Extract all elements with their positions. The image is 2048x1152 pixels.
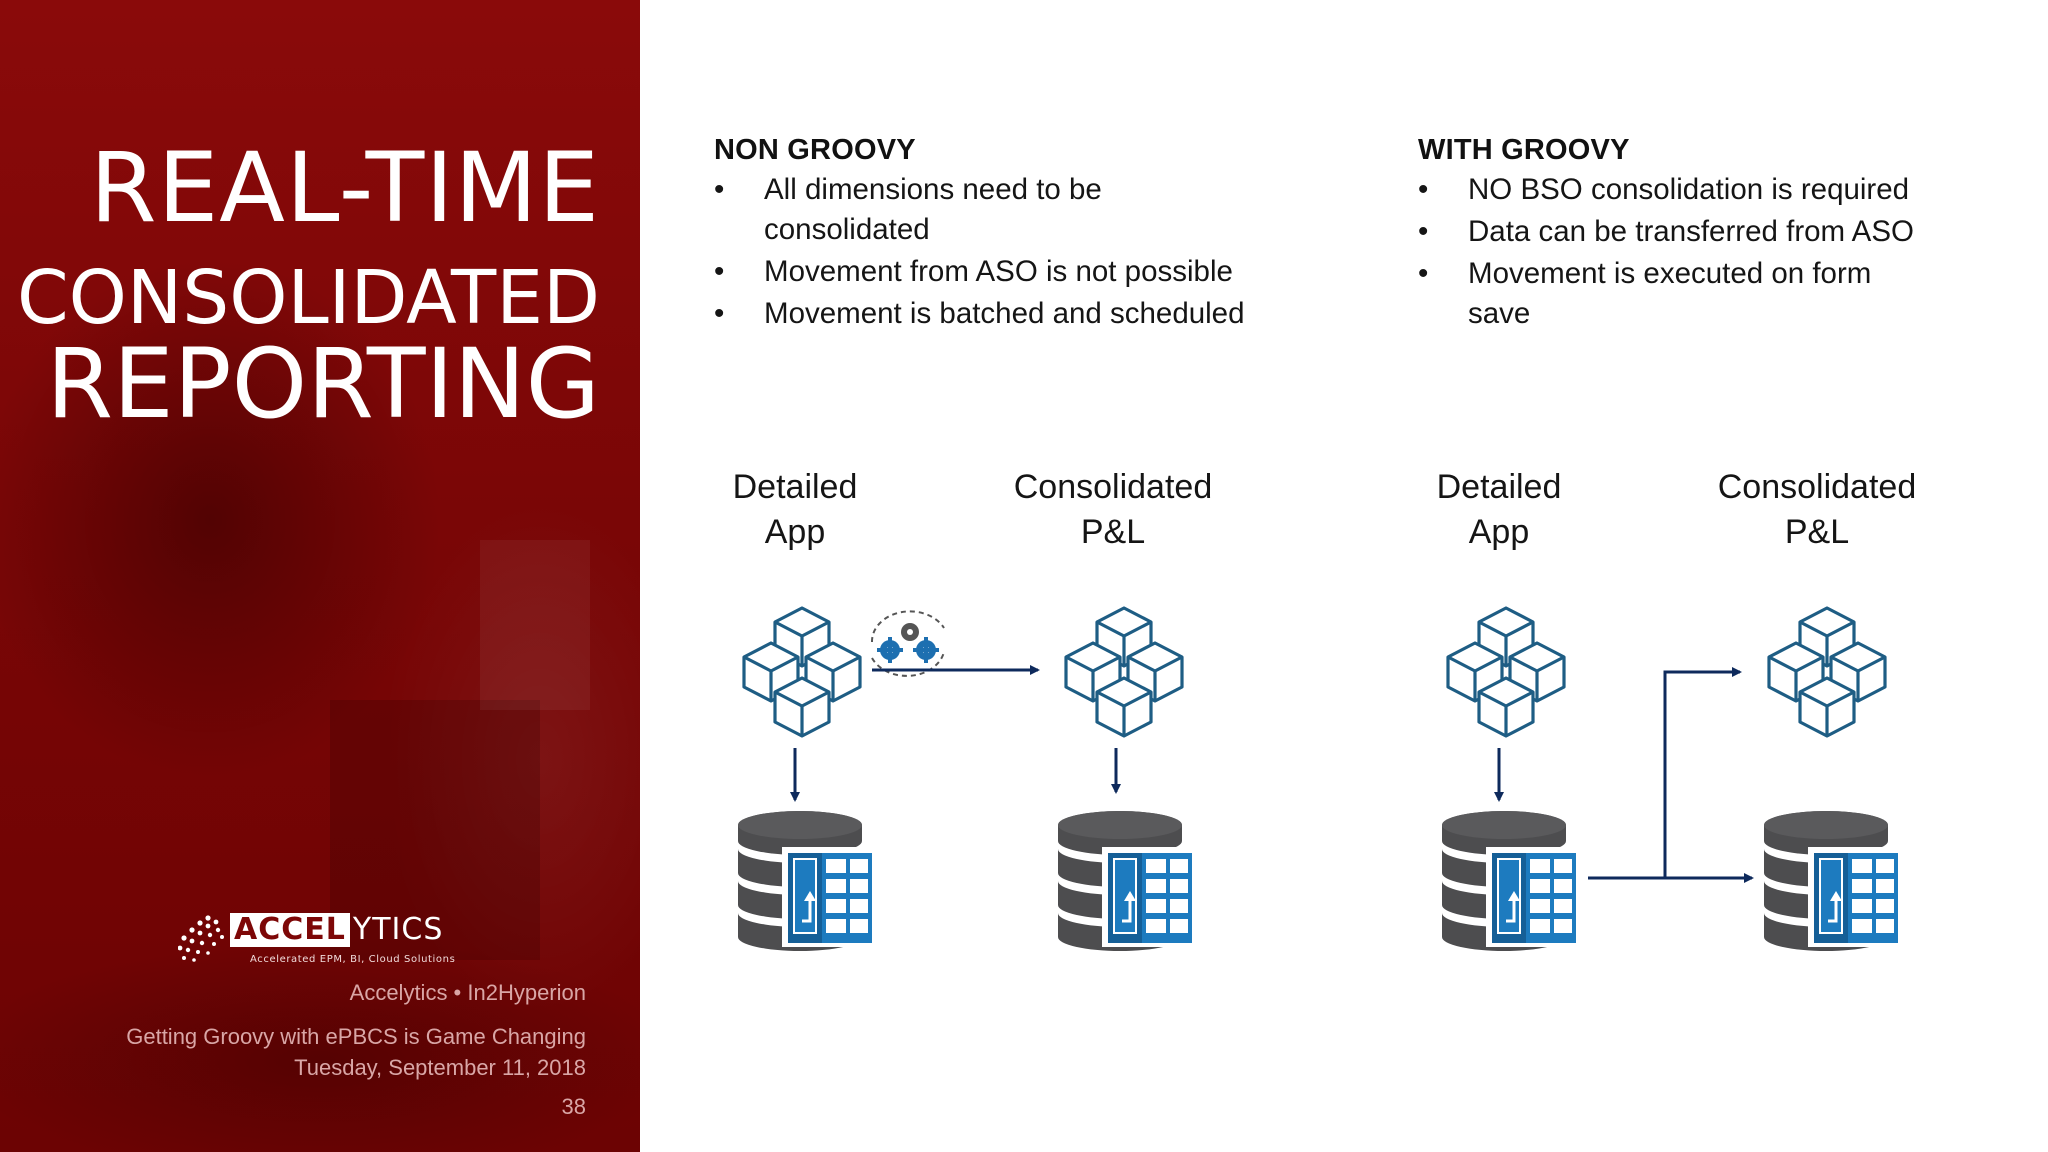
footer-date: Tuesday, September 11, 2018 xyxy=(294,1055,586,1080)
with-groovy-cube-arrow xyxy=(1663,667,1742,878)
bullet-icon: • xyxy=(1418,173,1429,206)
non-groovy-target-cube-icon xyxy=(1066,608,1182,736)
gears-icon xyxy=(870,610,945,677)
bullet-icon: • xyxy=(1418,215,1429,248)
logo-tagline: Accelerated EPM, BI, Cloud Solutions xyxy=(250,954,456,965)
slide-title-line2: CONSOLIDATED xyxy=(16,255,600,341)
non-groovy-target-label: Consolidated P&L xyxy=(1013,468,1213,551)
non-groovy-source-database-icon xyxy=(736,809,880,953)
list-item: •Movement is batched and scheduled xyxy=(714,294,1354,334)
slide-number: 38 xyxy=(561,1094,586,1119)
non-groovy-heading: NON GROOVY xyxy=(714,134,916,166)
with-groovy-heading: WITH GROOVY xyxy=(1418,134,1630,166)
list-item: •All dimensions need to be consolidated xyxy=(714,170,1354,250)
background-photo-highlight xyxy=(480,540,590,710)
non-groovy-source-label: Detailed App xyxy=(732,468,858,551)
with-groovy-target-label: Consolidated P&L xyxy=(1717,468,1917,551)
bullet-icon: • xyxy=(1418,257,1429,290)
with-groovy-target-cube-icon xyxy=(1769,608,1885,736)
bullet-icon: • xyxy=(714,297,725,330)
bullet-icon: • xyxy=(714,255,725,288)
logo-dots-icon xyxy=(178,915,224,962)
non-groovy-column: NON GROOVY •All dimensions need to be co… xyxy=(714,132,1354,336)
with-groovy-source-cube-icon xyxy=(1448,608,1564,736)
list-item: •NO BSO consolidation is required xyxy=(1418,170,2048,210)
non-groovy-target-database-icon xyxy=(1056,809,1200,953)
bullet-icon: • xyxy=(714,173,725,206)
background-photo-shade xyxy=(330,700,540,960)
with-groovy-source-label: Detailed App xyxy=(1436,468,1562,551)
with-groovy-column: WITH GROOVY •NO BSO consolidation is req… xyxy=(1418,132,2048,336)
list-item: •Data can be transferred from ASO xyxy=(1418,212,2048,252)
non-groovy-source-cube-icon xyxy=(744,608,860,736)
title-panel: REAL-TIME CONSOLIDATED REPORTING ACCEL Y… xyxy=(0,0,640,1152)
list-item: •Movement from ASO is not possible xyxy=(714,252,1354,292)
logo-wordmark-rest: YTICS xyxy=(352,912,444,947)
logo-wordmark-boxed: ACCEL xyxy=(230,913,350,947)
list-item: •Movement is executed on form save xyxy=(1418,254,2048,334)
non-groovy-bullets: •All dimensions need to be consolidated … xyxy=(714,170,1354,334)
with-groovy-source-database-icon xyxy=(1440,809,1584,953)
slide-title-line1: REAL-TIME xyxy=(89,132,600,244)
with-groovy-bullets: •NO BSO consolidation is required •Data … xyxy=(1418,170,2048,334)
slide-title-line3: REPORTING xyxy=(46,328,600,440)
accelytics-logo: ACCEL YTICS Accelerated EPM, BI, Cloud S… xyxy=(178,910,468,970)
footer-talk-title: Getting Groovy with ePBCS is Game Changi… xyxy=(126,1024,586,1049)
with-groovy-target-database-icon xyxy=(1762,809,1906,953)
footer-authors: Accelytics • In2Hyperion xyxy=(349,980,586,1005)
